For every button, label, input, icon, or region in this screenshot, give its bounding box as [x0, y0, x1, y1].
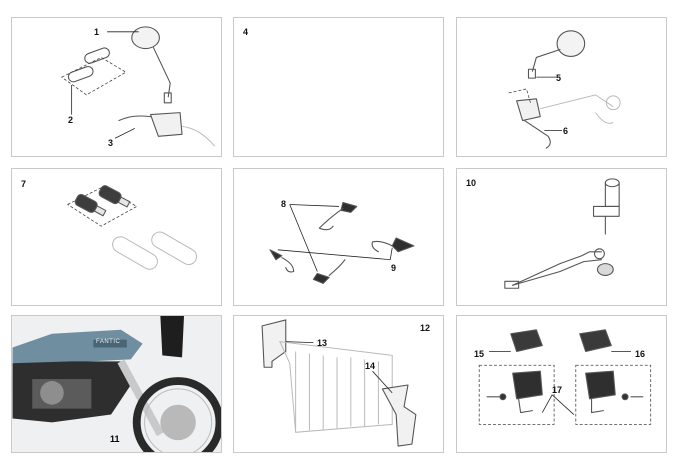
- panel-radiator: 12 13 14: [233, 315, 444, 453]
- mirror-clutch-drawing: [508, 30, 621, 149]
- brake-pedal-drawing: [504, 178, 620, 289]
- mirror-grips-lever-drawing: [61, 26, 215, 147]
- tank-badge-text: FANTIC: [96, 339, 121, 345]
- motorcycle-illustration: [12, 316, 221, 452]
- part-number-5: 5: [556, 73, 562, 83]
- part-number-9: 9: [391, 263, 397, 273]
- panel-mirror-clutch-lever: 5 6: [456, 17, 667, 157]
- panel-bar-ends: 7: [11, 168, 222, 306]
- turn-indicators-drawing: [269, 201, 415, 284]
- part-number-7: 7: [21, 179, 27, 189]
- part-number-8: 8: [281, 199, 287, 209]
- footrests-drawing: [478, 329, 652, 425]
- part-number-10: 10: [466, 178, 477, 188]
- part-number-6: 6: [563, 126, 569, 136]
- part-number-1: 1: [94, 27, 100, 37]
- part-number-16: 16: [635, 349, 646, 359]
- handlebar-drawing: [253, 37, 438, 139]
- part-number-3: 3: [108, 138, 114, 148]
- bar-ends-drawing: [66, 185, 198, 270]
- part-number-12: 12: [420, 323, 431, 333]
- panel-turn-indicators: 8 9: [233, 168, 444, 306]
- part-number-14: 14: [365, 361, 376, 371]
- panel-handlebar: 4: [233, 17, 444, 157]
- panel-motorcycle-photo: FANTIC 11: [11, 315, 222, 453]
- radiator-drawing: [261, 319, 417, 447]
- panel-mirror-grips-lever: 1 2 3: [11, 17, 222, 157]
- part-number-2: 2: [68, 115, 74, 125]
- part-number-4: 4: [243, 27, 249, 37]
- part-number-13: 13: [317, 338, 328, 348]
- panel-brake-pedal: 10: [456, 168, 667, 306]
- part-number-15: 15: [474, 349, 485, 359]
- panel-footrests: 15 16 17: [456, 315, 667, 453]
- part-number-11: 11: [110, 434, 120, 444]
- part-number-17: 17: [552, 385, 563, 395]
